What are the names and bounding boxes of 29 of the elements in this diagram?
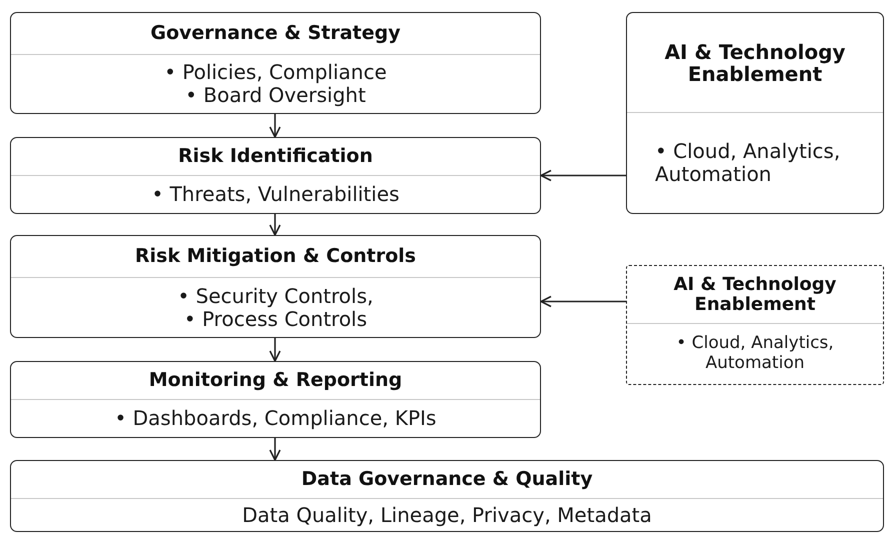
- bullet-text: • Board Oversight: [185, 84, 366, 107]
- process-box: [10, 235, 541, 338]
- box-heading: Governance & Strategy: [149, 23, 402, 44]
- bullet-text: • Dashboards, Compliance, KPIs: [114, 407, 436, 430]
- process-box: [10, 460, 884, 532]
- bullet-text: Data Quality, Lineage, Privacy, Metadata: [242, 504, 652, 526]
- process-box: [626, 265, 884, 385]
- bullet-text: • Threats, Vulnerabilities: [152, 183, 400, 206]
- box-heading: Risk Identification: [177, 146, 374, 167]
- box-heading: AI & Technology Enablement: [672, 274, 838, 314]
- process-box: [10, 12, 541, 114]
- arrow: [269, 114, 281, 138]
- process-box: [10, 361, 541, 438]
- bullet-text: • Security Controls,: [178, 284, 374, 308]
- bullet-text: • Policies, Compliance: [164, 61, 387, 84]
- box-heading: Risk Mitigation & Controls: [134, 246, 417, 267]
- process-box: [10, 137, 541, 214]
- box-heading: Monitoring & Reporting: [148, 370, 404, 391]
- bullet-text: • Cloud, Analytics, Automation: [675, 334, 835, 374]
- bullet-text: • Cloud, Analytics, Automation: [655, 140, 842, 186]
- box-heading: Data Governance & Quality: [300, 469, 594, 490]
- arrow: [269, 438, 281, 461]
- bullet-text: • Process Controls: [184, 308, 368, 330]
- arrow: [540, 296, 626, 308]
- process-box: [626, 12, 884, 214]
- arrow: [540, 170, 626, 182]
- box-heading: AI & Technology Enablement: [664, 40, 846, 84]
- arrow: [269, 214, 281, 236]
- arrow: [269, 338, 281, 362]
